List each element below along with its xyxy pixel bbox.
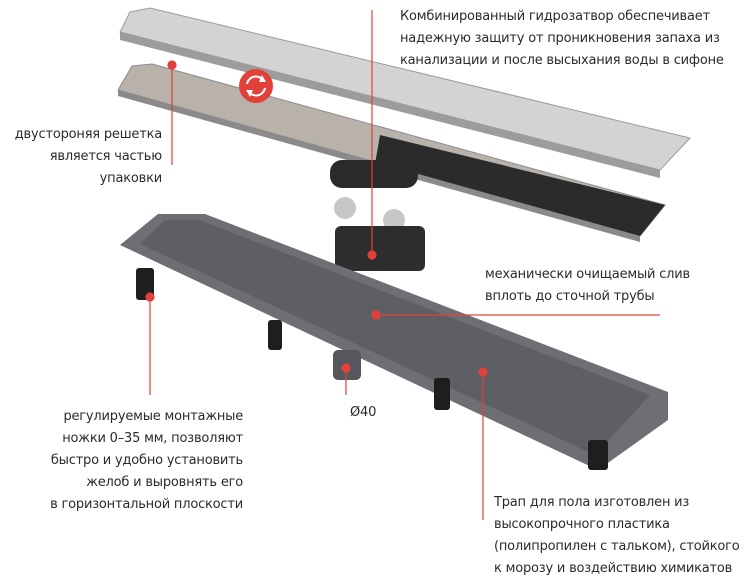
drain-channel xyxy=(120,214,668,470)
reversible-icon xyxy=(239,69,273,103)
callout-line: канализации и после высыхания воды в сиф… xyxy=(400,53,724,68)
callout-line: вплоть до сточной трубы xyxy=(485,289,655,304)
steel-grate xyxy=(119,7,691,178)
callout-line: высокопрочного пластика xyxy=(494,517,670,532)
callout-line: Комбинированный гидрозатвор обеспечивает xyxy=(400,9,710,24)
material-callout: Трап для пола изготовлен из высокопрочно… xyxy=(494,492,740,580)
callout-line: упаковки xyxy=(99,171,163,186)
legs-callout: регулируемые монтажные ножки 0–35 мм, по… xyxy=(50,406,243,516)
callout-line: является частью xyxy=(49,149,162,164)
callout-line: в горизонтальной плоскости xyxy=(50,497,243,512)
callout-line: механически очищаемый слив xyxy=(485,267,690,282)
outlet-diameter-label: Ø40 xyxy=(350,405,377,420)
callout-line: двустороняя решетка xyxy=(14,127,162,142)
callout-line: Трап для пола изготовлен из xyxy=(494,495,690,510)
callout-line: к морозу и воздействию химикатов xyxy=(494,561,733,576)
callout-line: надежную защиту от проникновения запаха … xyxy=(400,31,720,46)
siphon-callout: Комбинированный гидрозатвор обеспечивает… xyxy=(400,6,724,72)
siphon-parts xyxy=(330,160,425,271)
callout-line: (полипропилен с тальком), стойкого xyxy=(494,539,740,554)
callout-line: желоб и выровнять его xyxy=(86,475,243,490)
callout-line: ножки 0–35 мм, позволяют xyxy=(62,431,243,446)
callout-line: быстро и удобно установить xyxy=(50,453,243,468)
callout-line: регулируемые монтажные xyxy=(63,409,243,424)
cleaning-callout: механически очищаемый слив вплоть до сто… xyxy=(485,264,690,308)
grate-callout: двустороняя решетка является частью упак… xyxy=(15,124,162,190)
leader-lines xyxy=(145,10,660,520)
